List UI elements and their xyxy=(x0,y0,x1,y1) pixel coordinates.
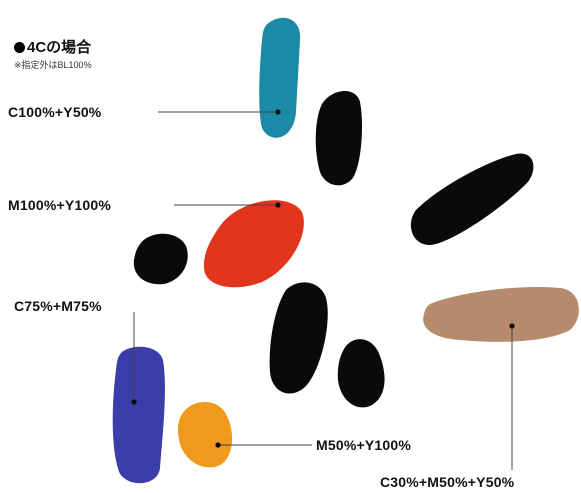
dot-teal xyxy=(275,109,280,114)
blue-blob xyxy=(113,347,165,483)
heading-text: 4Cの場合 xyxy=(27,39,91,56)
tan-blob xyxy=(423,287,579,342)
orange-blob xyxy=(178,402,232,467)
diagram-heading: 4Cの場合 xyxy=(14,36,91,57)
label-c100-y50: C100%+Y50% xyxy=(8,104,101,120)
red-blob xyxy=(204,200,304,287)
black-blob-middle xyxy=(270,282,328,393)
dot-red xyxy=(275,202,280,207)
teal-blob xyxy=(259,18,300,138)
black-blob-left xyxy=(134,234,188,285)
dot-tan xyxy=(509,323,514,328)
black-blob-upper xyxy=(316,91,362,185)
black-blob-lower xyxy=(338,339,385,407)
default-color-note: ※指定外はBL100% xyxy=(14,58,92,71)
black-blob-right xyxy=(411,154,534,245)
bullet-dot-icon xyxy=(14,42,25,53)
label-c30-m50-y50: C30%+M50%+Y50% xyxy=(380,474,514,490)
label-c75-m75: C75%+M75% xyxy=(14,298,102,314)
dot-blue xyxy=(131,399,136,404)
label-m50-y100: M50%+Y100% xyxy=(316,437,411,453)
label-m100-y100: M100%+Y100% xyxy=(8,197,111,213)
dot-orange xyxy=(215,442,220,447)
